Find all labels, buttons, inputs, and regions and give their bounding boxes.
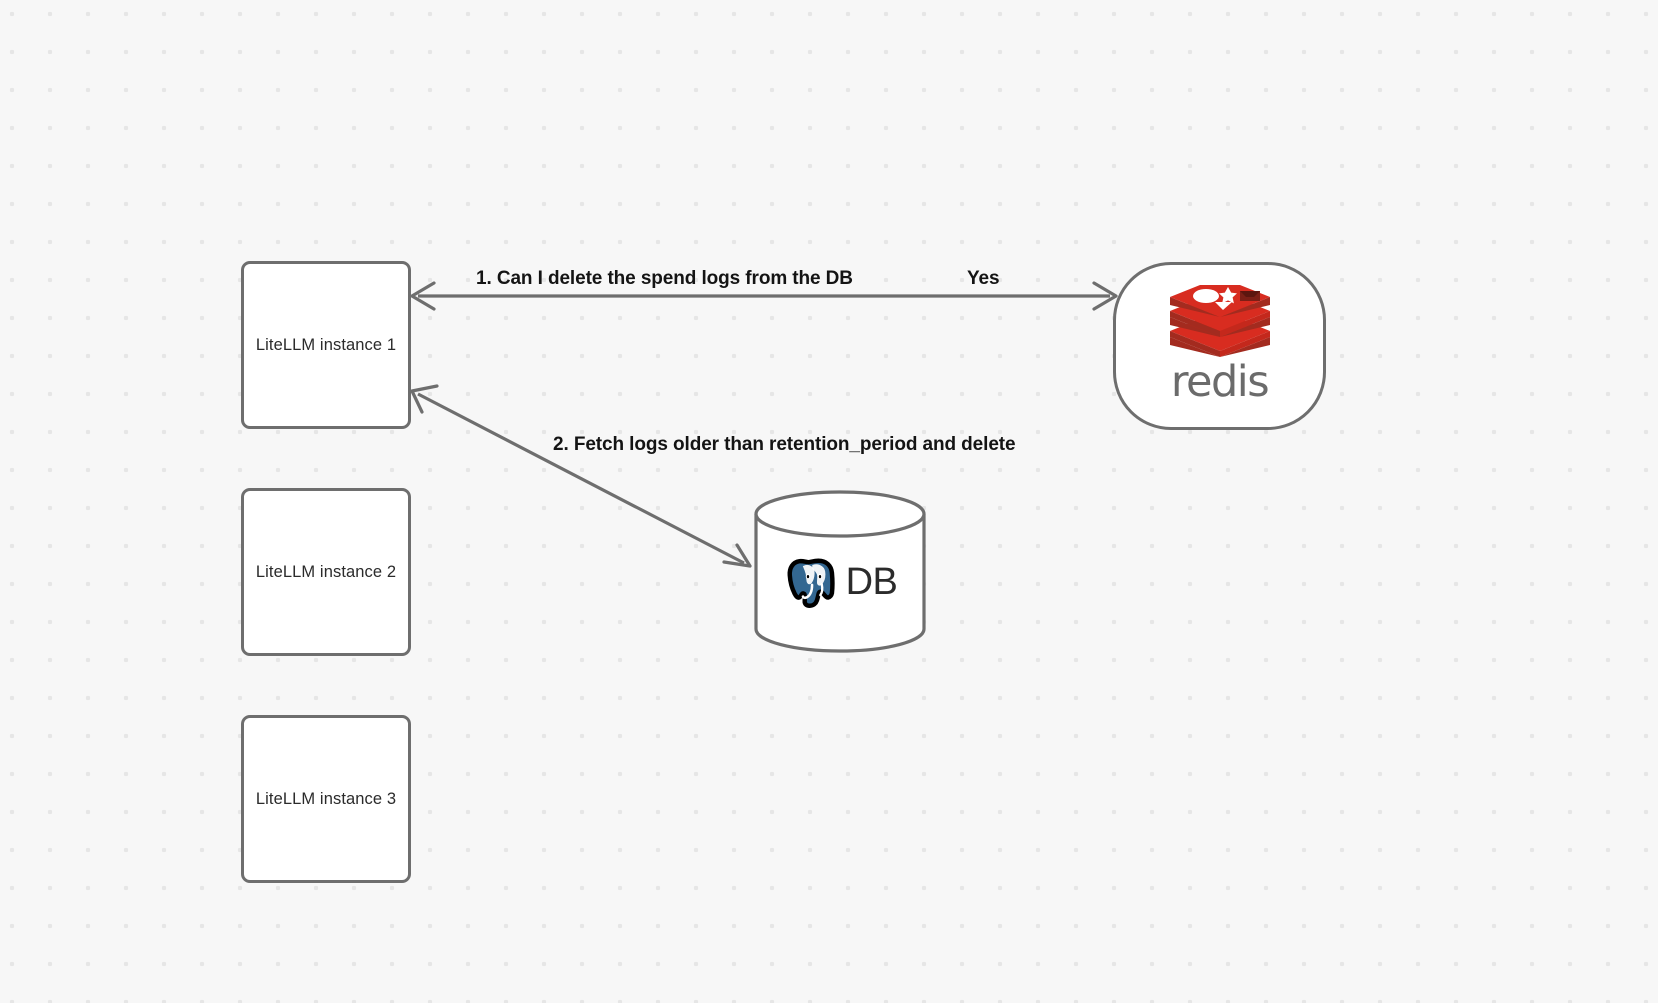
edge-label-step-1-reply: Yes xyxy=(967,268,1000,289)
node-label: LiteLLM instance 3 xyxy=(255,789,397,808)
node-redis[interactable]: redis xyxy=(1113,262,1326,430)
db-content: DB xyxy=(754,501,926,664)
node-label: LiteLLM instance 2 xyxy=(255,562,397,581)
redis-cube-icon xyxy=(1169,284,1270,357)
node-litellm-instance-3[interactable]: LiteLLM instance 3 xyxy=(241,715,411,883)
postgresql-elephant-icon xyxy=(787,557,835,608)
edge-label-step-2: 2. Fetch logs older than retention_perio… xyxy=(553,434,1016,455)
node-label: LiteLLM instance 1 xyxy=(255,335,397,354)
node-litellm-instance-2[interactable]: LiteLLM instance 2 xyxy=(241,488,411,656)
node-litellm-instance-1[interactable]: LiteLLM instance 1 xyxy=(241,261,411,429)
redis-wordmark: redis xyxy=(1170,356,1270,407)
node-database[interactable]: DB xyxy=(754,490,926,653)
db-label: DB xyxy=(845,561,898,603)
edge-label-step-1: 1. Can I delete the spend logs from the … xyxy=(476,268,853,289)
cylinder-shape xyxy=(754,490,926,653)
redis-logo: redis xyxy=(1168,284,1272,407)
